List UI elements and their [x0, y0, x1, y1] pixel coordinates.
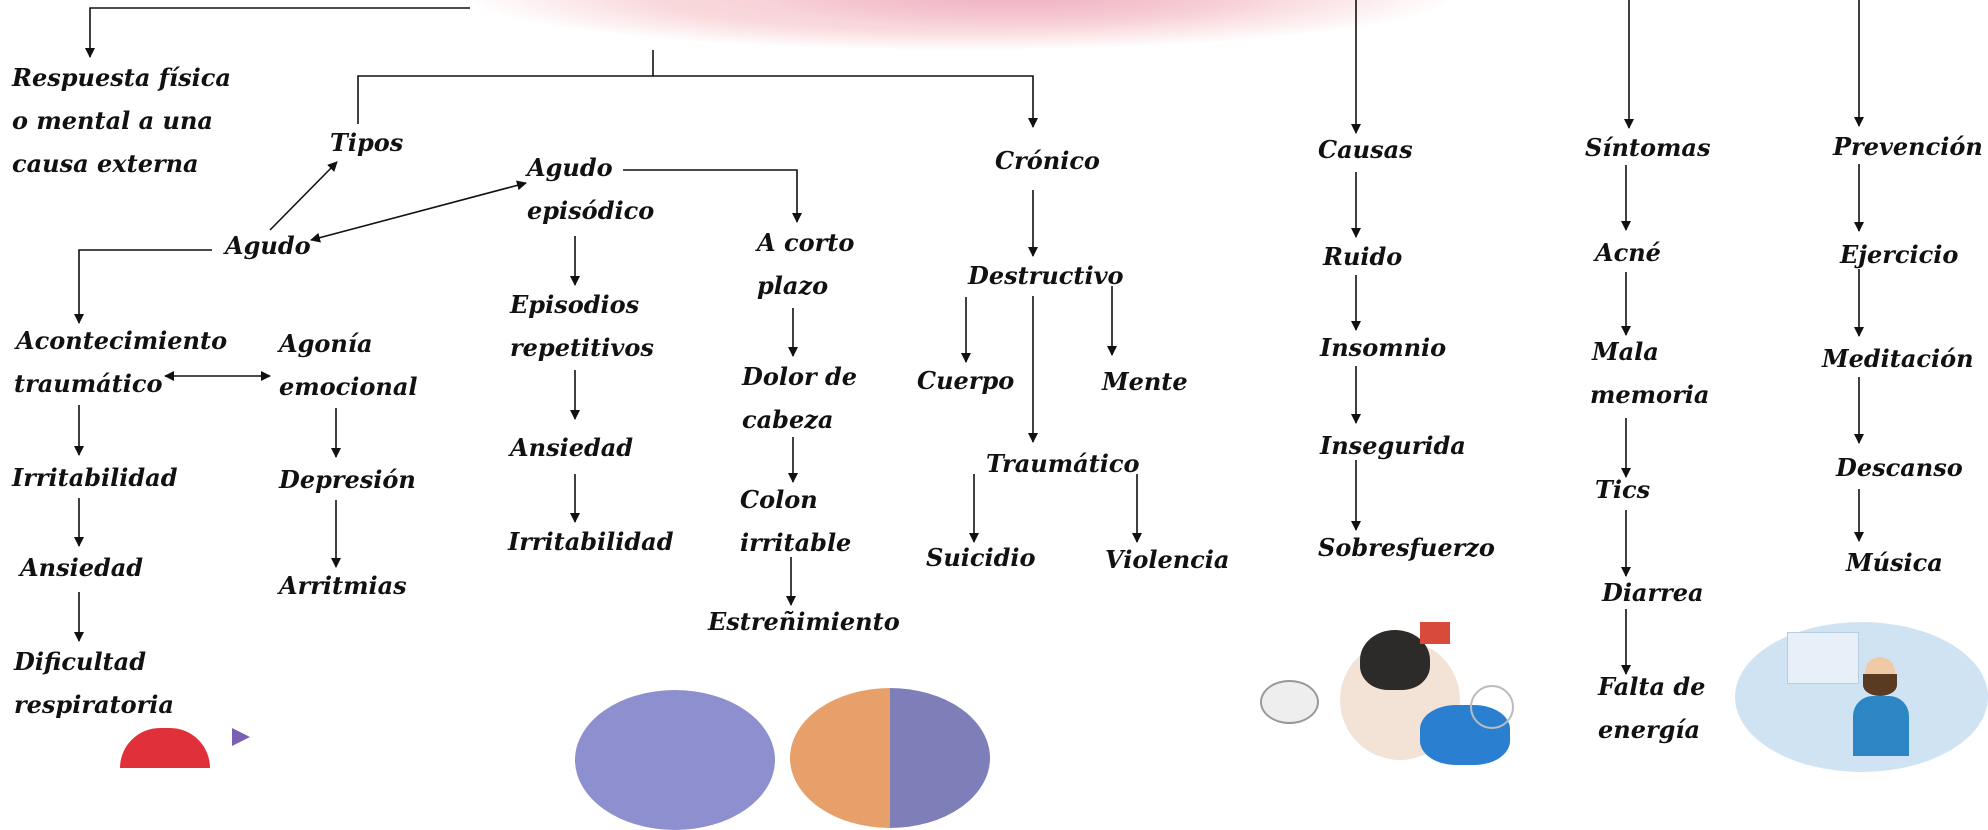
- node-acontecimiento-1: Acontecimiento: [16, 326, 228, 355]
- node-falta-energia-2: energía: [1598, 715, 1701, 744]
- node-arritmias: Arritmias: [279, 571, 407, 600]
- node-irritabilidad-1: Irritabilidad: [12, 463, 178, 492]
- illustration-triangle: [232, 728, 250, 746]
- definition-line-1: Respuesta física: [12, 63, 231, 92]
- node-dificultad-2: respiratoria: [14, 690, 174, 719]
- node-traumatico: Traumático: [986, 449, 1140, 478]
- node-meditacion: Meditación: [1822, 344, 1974, 373]
- node-descanso: Descanso: [1836, 453, 1963, 482]
- definition-line-2: o mental a una: [12, 106, 213, 135]
- node-tipos: Tipos: [330, 128, 404, 157]
- node-ruido: Ruido: [1323, 242, 1403, 271]
- node-episodios-1: Episodios: [510, 290, 640, 319]
- node-violencia: Violencia: [1105, 545, 1230, 574]
- node-ejercicio: Ejercicio: [1840, 240, 1959, 269]
- node-agonia-1: Agonía: [279, 329, 373, 358]
- node-acne: Acné: [1595, 238, 1661, 267]
- node-ansiedad-2: Ansiedad: [510, 433, 634, 462]
- node-depresion: Depresión: [279, 465, 416, 494]
- node-corto-plazo-1: A corto: [757, 228, 855, 257]
- node-musica: Música: [1846, 548, 1943, 577]
- node-agudo-episodico-2: episódico: [527, 196, 655, 225]
- node-suicidio: Suicidio: [926, 543, 1036, 572]
- node-irritabilidad-2: Irritabilidad: [508, 527, 674, 556]
- node-colon-1: Colon: [740, 485, 818, 514]
- node-ansiedad-1: Ansiedad: [20, 553, 144, 582]
- node-prevencion: Prevención: [1833, 132, 1983, 161]
- node-colon-2: irritable: [740, 528, 852, 557]
- node-dolor-cabeza-2: cabeza: [742, 405, 834, 434]
- node-memoria: memoria: [1590, 380, 1710, 409]
- node-sobresfuerzo: Sobresfuerzo: [1318, 533, 1495, 562]
- node-destructivo: Destructivo: [968, 261, 1124, 290]
- node-insegurida: Insegurida: [1320, 431, 1466, 460]
- node-insomnio: Insomnio: [1320, 333, 1447, 362]
- node-cronico: Crónico: [995, 146, 1100, 175]
- node-agudo: Agudo: [225, 231, 311, 260]
- node-acontecimiento-2: traumático: [14, 369, 163, 398]
- node-causas: Causas: [1318, 135, 1413, 164]
- node-dificultad-1: Dificultad: [14, 647, 146, 676]
- connector-lines: [74, 0, 1864, 675]
- definition-line-3: causa externa: [12, 149, 199, 178]
- node-agonia-2: emocional: [279, 372, 418, 401]
- node-falta-energia-1: Falta de: [1598, 672, 1706, 701]
- node-tics: Tics: [1595, 475, 1651, 504]
- node-dolor-cabeza-1: Dolor de: [742, 362, 857, 391]
- node-diarrea: Diarrea: [1602, 578, 1704, 607]
- node-corto-plazo-2: plazo: [757, 271, 829, 300]
- node-mente: Mente: [1102, 367, 1188, 396]
- node-estrenimiento: Estreñimiento: [708, 607, 900, 636]
- node-episodios-2: repetitivos: [510, 333, 654, 362]
- node-sintomas: Síntomas: [1585, 133, 1711, 162]
- node-agudo-episodico-1: Agudo: [527, 153, 613, 182]
- node-mala: Mala: [1592, 337, 1659, 366]
- node-cuerpo: Cuerpo: [917, 366, 1015, 395]
